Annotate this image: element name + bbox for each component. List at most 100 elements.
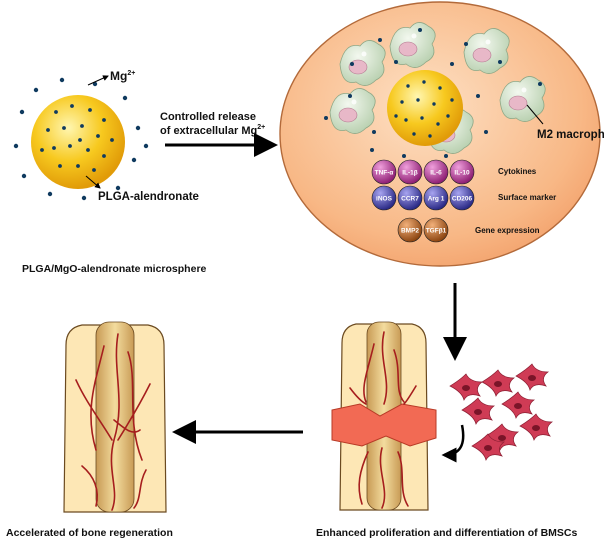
- released-mg-dot: [21, 173, 27, 179]
- fractured-bone-vessels: [349, 331, 417, 509]
- bmsc-cell: [449, 373, 484, 402]
- marker-label: CCR7: [401, 196, 419, 203]
- marker-ball: [449, 185, 475, 211]
- microsphere: [31, 95, 125, 189]
- macrophage-environment: M2 macrophage TNF-α IL-1β IL-6 IL-10 Cytoki…: [279, 1, 604, 267]
- environment-mg-dot: [348, 94, 352, 98]
- mg-ion-label: Mg2+: [110, 69, 135, 83]
- bmsc-nucleus: [462, 385, 470, 391]
- central-mg-dot: [422, 80, 426, 84]
- macrophage: [329, 88, 376, 134]
- marker-label: IL-1β: [402, 170, 418, 177]
- bmsc-nucleus: [484, 445, 492, 451]
- mg-ion-dot: [76, 164, 80, 168]
- marker-label: TGFβ1: [426, 228, 447, 235]
- bmsc-caption: Enhanced proliferation and differentiati…: [316, 527, 578, 539]
- marker-label: CD206: [452, 196, 473, 203]
- environment-mg-dot: [484, 130, 488, 134]
- environment-mg-dot: [418, 28, 422, 32]
- released-mg-dot: [115, 185, 121, 191]
- blood-vessel: [379, 447, 386, 509]
- healed-bone-vessels: [75, 333, 151, 511]
- marker-ball: [397, 159, 423, 185]
- released-mg-dot: [81, 195, 87, 201]
- blood-vessel: [117, 383, 151, 441]
- environment-mg-dot: [402, 154, 406, 158]
- bmsc-cell: [519, 413, 554, 442]
- mg-ion-pointer: [87, 75, 109, 86]
- plga-pointer: [85, 175, 101, 189]
- environment-mg-dot: [538, 82, 542, 86]
- mg-ion-dot: [80, 124, 84, 128]
- mg-ion-dots: [40, 104, 114, 172]
- mg-ion-dot: [52, 146, 56, 150]
- central-mg-dot: [412, 132, 416, 136]
- bmsc-nucleus: [474, 409, 482, 415]
- central-mg-dot: [404, 118, 408, 122]
- environment-mg-dot: [378, 38, 382, 42]
- blood-vessel: [358, 451, 369, 505]
- cytokine-markers: TNF-α IL-1β IL-6 IL-10: [371, 159, 475, 185]
- marker-ball: [371, 159, 397, 185]
- central-microsphere: [387, 70, 463, 146]
- surface-markers: iNOS CCR7 Arg 1 CD206: [371, 185, 475, 211]
- environment-mg-dot: [498, 60, 502, 64]
- m2-pointer: [526, 104, 544, 125]
- marker-label: TNF-α: [375, 170, 394, 177]
- mg-ion-dot: [62, 126, 66, 130]
- blood-vessel: [403, 385, 417, 405]
- marker-label: iNOS: [376, 196, 393, 203]
- bmsc-cell: [501, 391, 536, 420]
- released-mg-dot: [135, 125, 141, 131]
- environment-mg-dots: [324, 28, 542, 158]
- cell-to-bone-arrow: [441, 424, 465, 463]
- marker-ball: [397, 185, 423, 211]
- macrophage: [499, 76, 546, 122]
- fracture-callus: [331, 403, 437, 447]
- bmsc-nucleus: [532, 425, 540, 431]
- surface-marker-label: Surface marker: [498, 193, 556, 202]
- marker-label: IL-6: [430, 170, 442, 177]
- central-mg-dot: [428, 134, 432, 138]
- mg-ion-dot: [86, 148, 90, 152]
- mg-ion-dot: [110, 138, 114, 142]
- environment-mg-dot: [450, 62, 454, 66]
- environment-mg-dot: [370, 148, 374, 152]
- environment-mg-dot: [324, 116, 328, 120]
- released-mg-dot: [92, 81, 98, 87]
- marker-label: Arg 1: [428, 196, 445, 203]
- healed-bone: [63, 321, 167, 513]
- release-label-line1: Controlled release: [160, 111, 256, 123]
- released-mg-dot: [143, 143, 149, 149]
- released-mg-dot: [122, 95, 128, 101]
- cytokines-label: Cytokines: [498, 167, 537, 176]
- blood-vessel: [133, 469, 147, 509]
- marker-label: IL-10: [454, 170, 470, 177]
- released-mg-dot: [19, 109, 25, 115]
- environment-mg-dot: [372, 130, 376, 134]
- bmsc-cell: [481, 369, 516, 398]
- environment-mg-dot: [464, 42, 468, 46]
- released-mg-dot: [33, 87, 39, 93]
- central-mg-dot: [446, 114, 450, 118]
- blood-vessel: [81, 465, 98, 507]
- released-mg-dot: [131, 157, 137, 163]
- macrophage: [389, 22, 436, 68]
- healed-bone-marrow: [95, 321, 135, 513]
- m2-macrophage-label: M2 macrophage: [537, 129, 604, 141]
- released-mg-dot: [47, 191, 53, 197]
- marker-ball: [397, 217, 423, 243]
- released-mg-dot: [13, 143, 19, 149]
- mg-ion-dot: [78, 138, 82, 142]
- blood-vessel: [113, 419, 141, 433]
- bmsc-nucleus: [498, 435, 506, 441]
- blood-vessel: [381, 331, 388, 405]
- blood-vessel: [90, 345, 105, 451]
- central-mg-dot: [394, 114, 398, 118]
- macrophage-nucleus: [472, 47, 492, 63]
- mg-ion-dot: [88, 108, 92, 112]
- central-mg-dot: [438, 86, 442, 90]
- mg-ion-dot: [96, 134, 100, 138]
- mg-ion-dot: [54, 110, 58, 114]
- macrophage-nucleus: [508, 95, 528, 111]
